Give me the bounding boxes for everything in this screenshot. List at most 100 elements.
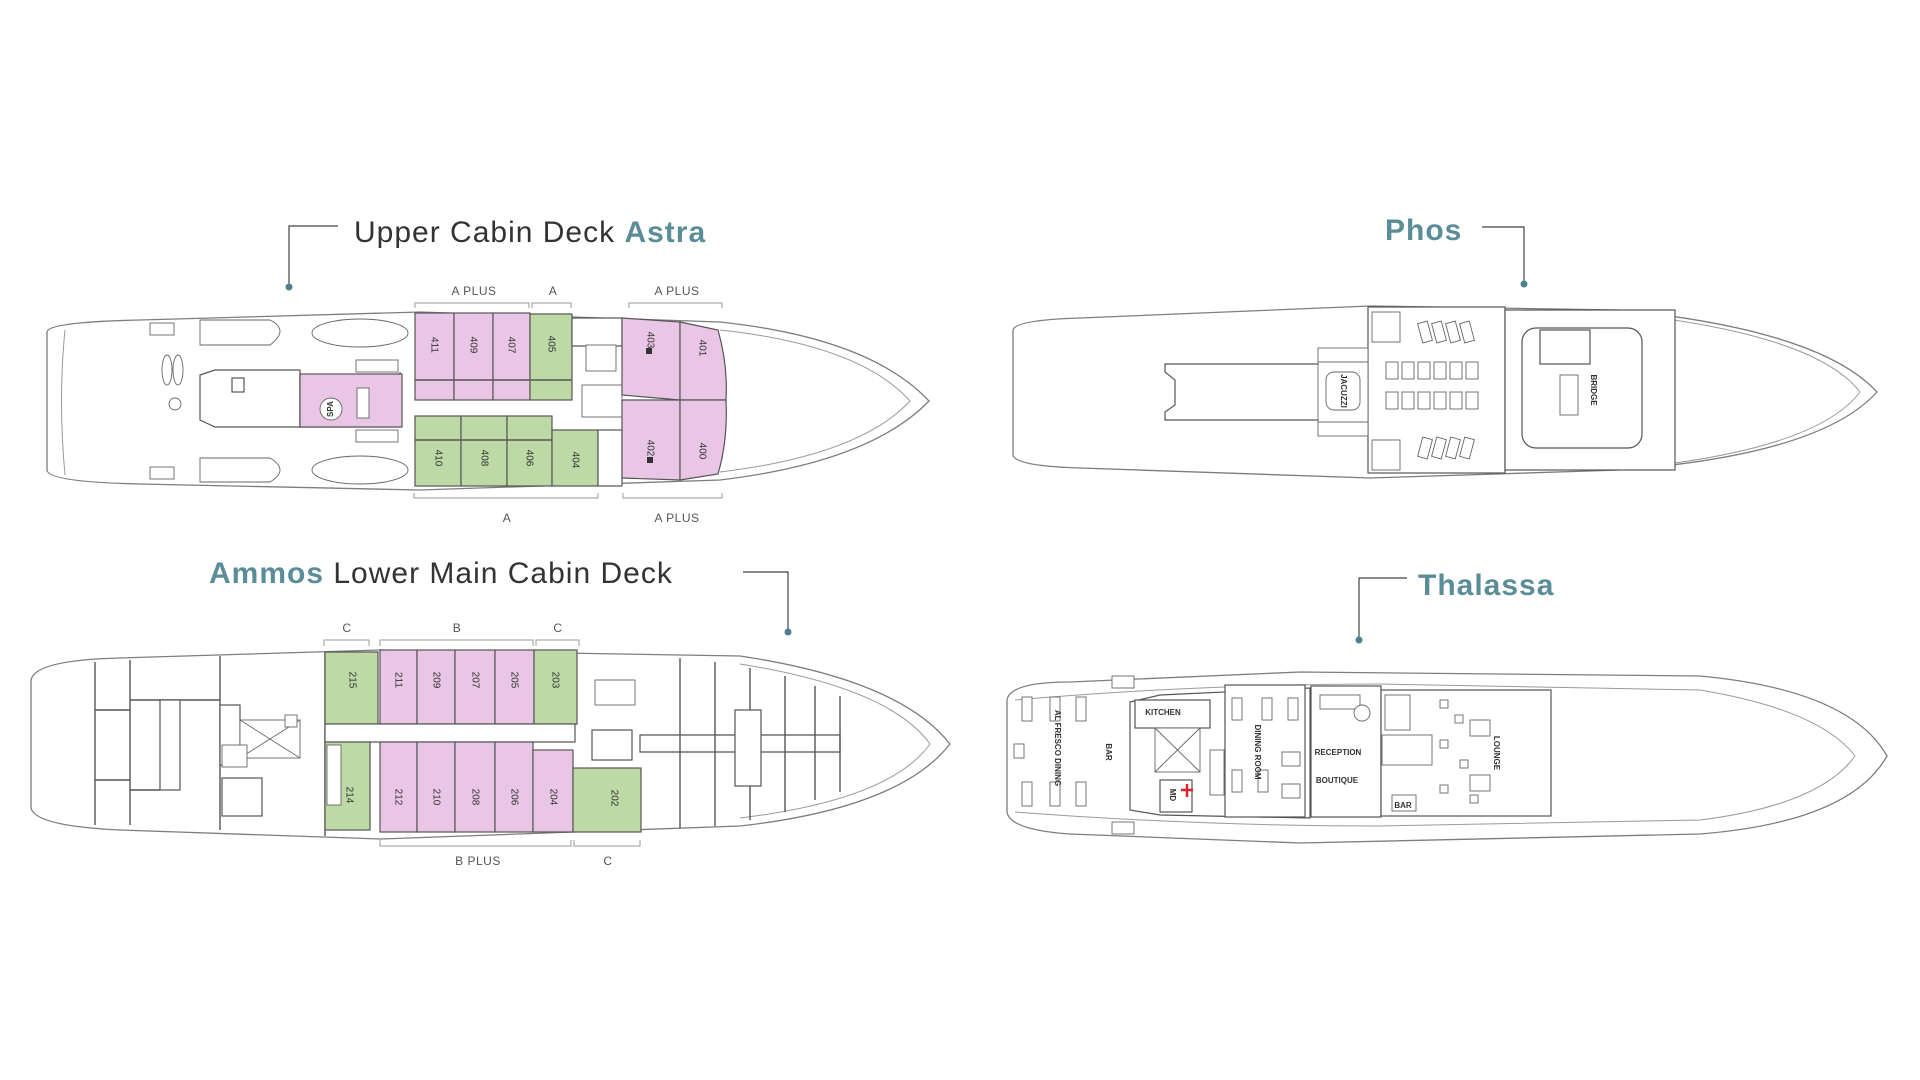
cabin-408[interactable]: 408: [460, 415, 508, 487]
cabin-202[interactable]: 202: [572, 767, 642, 833]
stairs: [1209, 749, 1225, 796]
cabin-207[interactable]: 207: [454, 649, 496, 725]
cabin-number: 408: [478, 450, 489, 467]
cabin-number: 204: [547, 789, 558, 806]
winch-icon: [168, 397, 182, 411]
cabin-211[interactable]: 211: [379, 649, 418, 725]
cabin-206[interactable]: 206: [494, 741, 534, 833]
astra-deck-title: Upper Cabin Deck Astra: [285, 216, 706, 291]
ammos-leader-line: [743, 571, 789, 631]
kitchen-label: KITCHEN: [1145, 708, 1181, 717]
thalassa-leader-dot: [1355, 636, 1363, 644]
cabin-406[interactable]: 406: [506, 415, 553, 487]
cabin-204[interactable]: 204: [532, 749, 574, 833]
al-fresco-dining-label: AL FRESCO DINING: [1053, 710, 1062, 786]
stairs: [1559, 374, 1579, 416]
stern-sundeck: [1164, 363, 1321, 421]
cabin-209[interactable]: 209: [416, 649, 456, 725]
cabin-number: 215: [346, 672, 357, 689]
cabin-number: 407: [505, 337, 516, 354]
category-label: C: [603, 854, 612, 868]
engine-and-crew-area: [94, 652, 326, 836]
central-staircase: [581, 384, 623, 418]
stairs: [1111, 821, 1135, 835]
al-fresco-tables: [1013, 696, 1087, 807]
md-label: MD: [1168, 789, 1177, 802]
category-label: B: [453, 621, 462, 635]
cabin-number: 207: [469, 672, 480, 689]
cabin-203[interactable]: 203: [533, 649, 578, 725]
cabin-405[interactable]: 405: [529, 313, 573, 401]
ammos-title: Ammos Lower Main Cabin Deck: [209, 557, 673, 590]
category-label: A: [503, 511, 512, 525]
category-label: A PLUS: [451, 284, 496, 298]
fore-service-area: [591, 658, 841, 828]
stern-ladder: [149, 322, 175, 336]
cabin-number: 406: [523, 450, 534, 467]
cabin-409[interactable]: 409: [453, 312, 494, 401]
cabin-400[interactable]: 400: [679, 399, 727, 481]
cabin-411[interactable]: 411: [414, 312, 455, 401]
reception-label: RECEPTION: [1315, 748, 1362, 757]
cabin-205[interactable]: 205: [494, 649, 535, 725]
thalassa-deck-plan: AL FRESCO DINING BAR KITCHEN MD DINING R…: [1006, 671, 1888, 844]
lounge-seating: [1439, 699, 1491, 804]
forward-bar-label: BAR: [1394, 801, 1412, 810]
stairs: [1111, 675, 1135, 689]
phos-deck-title: Phos: [1385, 214, 1528, 288]
phos-ship-name: Phos: [1385, 214, 1462, 247]
tender-boat: [199, 457, 281, 483]
ammos-title-suffix: Lower Main Cabin Deck: [324, 557, 673, 590]
jacuzzi-label: JACUZZI: [1339, 374, 1348, 408]
cabin-410[interactable]: 410: [414, 415, 462, 487]
phos-leader-line: [1482, 226, 1525, 283]
cabin-212[interactable]: 212: [379, 741, 418, 833]
cabin-208[interactable]: 208: [454, 741, 496, 833]
cabin-404[interactable]: 404: [551, 429, 599, 487]
astra-leader-dot: [285, 283, 293, 291]
stairs: [221, 744, 248, 768]
stairs: [355, 429, 399, 443]
thalassa-ship-name: Thalassa: [1418, 569, 1554, 602]
stairs: [1317, 421, 1369, 437]
cabin-number: 403: [644, 332, 655, 349]
cabin-402[interactable]: 402: [621, 399, 681, 481]
cabin-number: 211: [392, 672, 403, 688]
category-label: A PLUS: [654, 284, 699, 298]
cabin-number: 205: [508, 672, 519, 689]
cabin-215[interactable]: 215: [324, 651, 379, 725]
cabin-number: 203: [549, 672, 560, 689]
astra-title: Upper Cabin Deck Astra: [354, 216, 706, 249]
ammos-deck-title: Ammos Lower Main Cabin Deck: [209, 557, 792, 636]
stairs: [355, 359, 399, 373]
lounge-label: LOUNGE: [1492, 736, 1501, 771]
spa-label: SPA: [326, 401, 335, 417]
tender-boat: [199, 319, 281, 346]
cabin-number: 404: [569, 452, 580, 469]
medical-cross-icon: [1181, 784, 1193, 797]
cabin-401[interactable]: 401: [679, 321, 727, 401]
astra-title-prefix: Upper Cabin Deck: [354, 216, 624, 249]
stairs: [585, 344, 617, 372]
spa-room: [299, 373, 403, 428]
ammos-deck-plan: 215 211 209 207 205 203 214 212 210 208 …: [30, 621, 951, 868]
cabin-407[interactable]: 407: [492, 312, 531, 401]
stairs: [594, 679, 636, 706]
stairs: [1384, 694, 1411, 731]
cabin-number: 208: [469, 789, 480, 806]
cabin-number: 206: [508, 789, 519, 806]
cabin-number: 214: [343, 787, 354, 804]
astra-deck-plan: SPA 411 409 407 405 410 408 406 404 403 …: [46, 284, 930, 525]
cabin-210[interactable]: 210: [416, 741, 456, 833]
ammos-leader-dot: [784, 628, 792, 636]
cabin-number: 411: [428, 337, 439, 353]
cabin-number: 405: [545, 336, 556, 353]
cabin-403[interactable]: 403: [621, 317, 681, 401]
boutique-label: BOUTIQUE: [1316, 776, 1359, 785]
phos-leader-dot: [1520, 280, 1528, 288]
stairs: [326, 744, 342, 806]
aft-bar-label: BAR: [1104, 743, 1113, 761]
category-label: A PLUS: [654, 511, 699, 525]
astra-ship-name: Astra: [624, 216, 706, 249]
